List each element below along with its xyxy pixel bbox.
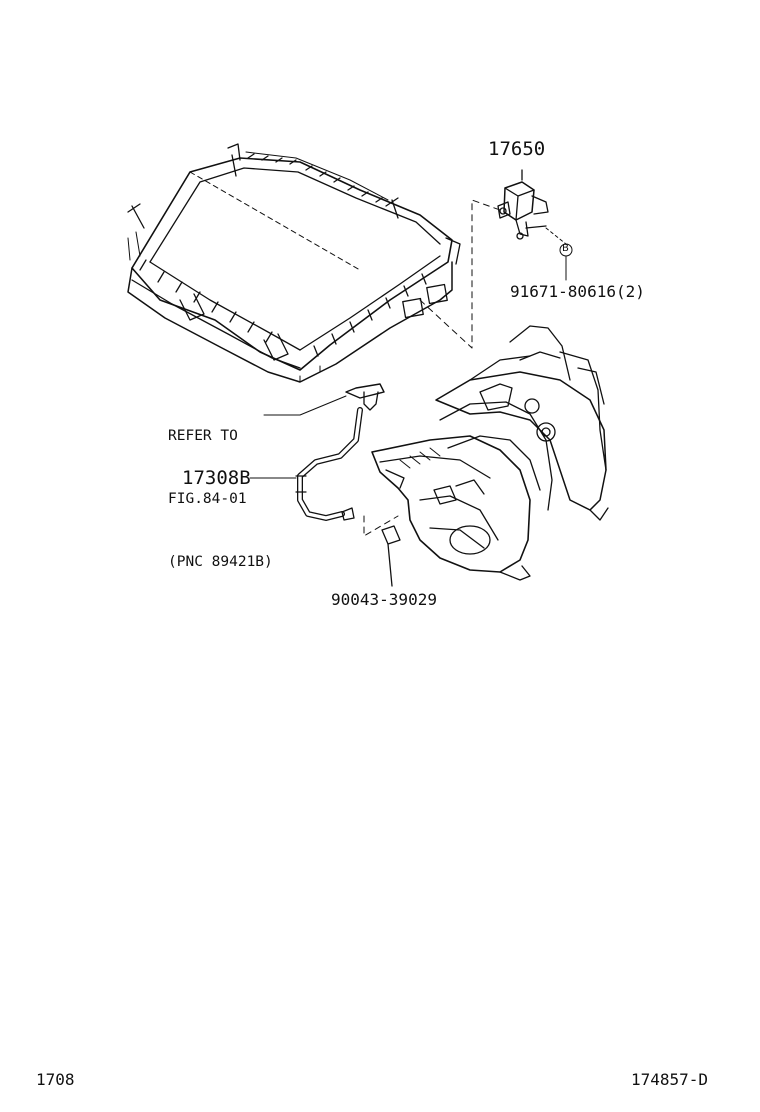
dashed-leaders [363, 199, 501, 537]
reference-note: REFER TO FIG.84-01 (PNC 89421B) [168, 384, 273, 615]
bolt-leader [545, 227, 573, 281]
plug [381, 525, 401, 587]
label-leaders [249, 395, 347, 479]
page-code: 1708 [36, 1070, 75, 1089]
reference-note-line-1: REFER TO [168, 428, 238, 444]
vacuum-hose [295, 383, 385, 521]
bolt-reference-letter: B [562, 243, 569, 254]
hose-part-number: 17308B [182, 467, 251, 489]
bolt-part-number: 91671-80616(2) [510, 282, 645, 301]
vsv-sensor [497, 169, 549, 240]
intake-manifold [371, 325, 609, 581]
reference-note-line-3: (PNC 89421B) [168, 554, 273, 570]
illustration-code: 174857-D [631, 1070, 709, 1089]
air-cleaner-case [127, 143, 461, 383]
reference-note-line-2: FIG.84-01 [168, 491, 247, 507]
sensor-part-number: 17650 [488, 138, 546, 160]
plug-part-number: 90043-39029 [331, 590, 437, 609]
